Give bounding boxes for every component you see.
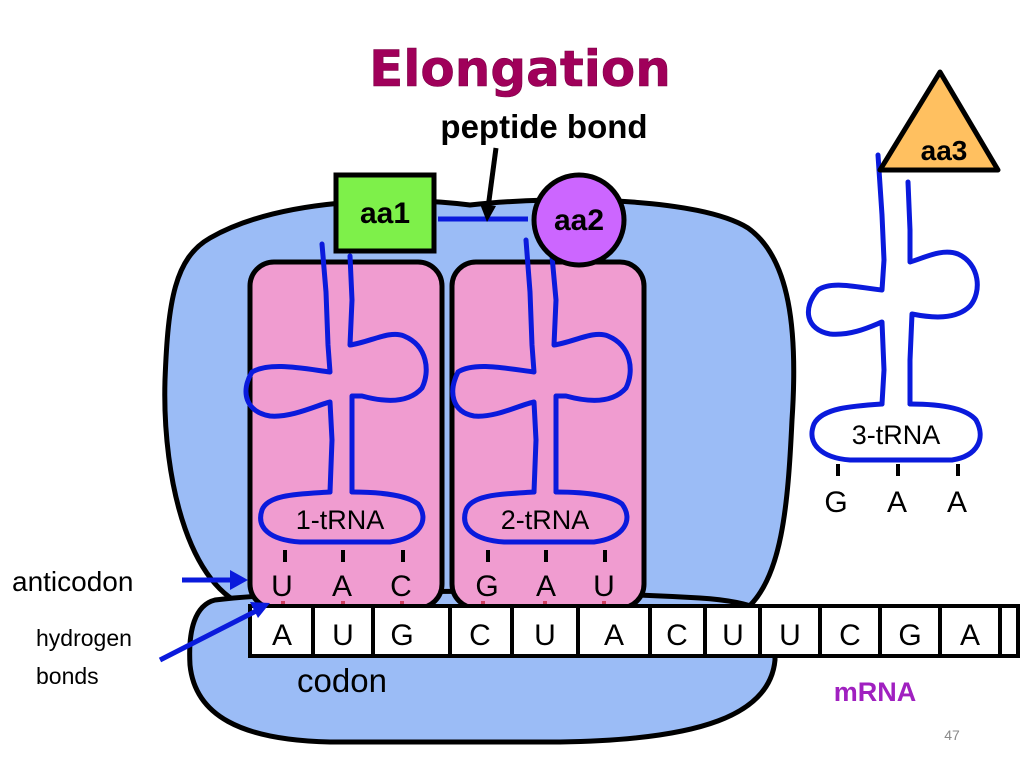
aa3-label: aa3: [921, 135, 968, 166]
trna-2-anticodon-base: A: [536, 570, 556, 603]
anticodon-arrowhead: [230, 570, 248, 590]
aa2-circle: [531, 172, 627, 268]
mrna-base: G: [390, 619, 413, 652]
codon-label: codon: [297, 662, 387, 699]
trna-1-label: 1-tRNA: [296, 505, 385, 535]
aa1-box: [333, 172, 437, 254]
peptide-bond-label: peptide bond: [440, 108, 647, 145]
mrna-base: U: [332, 619, 354, 652]
trna-3-label: 3-tRNA: [852, 420, 941, 450]
hydrogen-bonds-arrowhead: [250, 602, 270, 618]
mrna-label: mRNA: [834, 677, 917, 707]
hydrogen-bonds-label-line2: bonds: [36, 663, 99, 689]
trna-1-anticodon-base: U: [271, 570, 293, 603]
mrna-base: A: [960, 619, 980, 652]
mrna-base: U: [722, 619, 744, 652]
page-title: Elongation: [369, 40, 671, 98]
page-number: 47: [944, 727, 960, 743]
trna-3-anticodon-base: G: [824, 486, 847, 519]
trna-2-anticodon-base: G: [475, 570, 498, 603]
peptide-bond-arrow: [485, 147, 499, 209]
hydrogen-bonds-label-line1: hydrogen: [36, 625, 132, 651]
trna-3-anticodon-base: A: [887, 486, 907, 519]
trna-2-label: 2-tRNA: [501, 505, 590, 535]
hydrogen-bonds-arrow: [158, 607, 260, 663]
trna-site-p: [247, 259, 445, 611]
trna-1-anticodon-base: C: [390, 570, 412, 603]
mrna-base: C: [839, 619, 861, 652]
aa2-label: aa2: [554, 204, 604, 237]
mrna-base: U: [534, 619, 556, 652]
trna-2-anticodon-base: U: [593, 570, 615, 603]
trna-2-shape: [450, 237, 633, 545]
trna-1-shape: [243, 241, 429, 545]
mrna-strand: [248, 604, 1020, 658]
mrna-base: C: [666, 619, 688, 652]
trna-3-shape: [806, 152, 983, 463]
trna-1-anticodon-base: A: [332, 570, 352, 603]
peptide-bond-arrowhead: [480, 204, 496, 222]
anticodon-ticks: [283, 464, 960, 562]
mrna-base: A: [272, 619, 292, 652]
mrna-base: U: [779, 619, 801, 652]
trna-3-anticodon-base: A: [947, 486, 967, 519]
aa1-label: aa1: [360, 197, 410, 230]
mrna-base: G: [898, 619, 921, 652]
mrna-base: A: [604, 619, 624, 652]
anticodon-label: anticodon: [12, 566, 133, 597]
mrna-base: C: [469, 619, 491, 652]
aa3-triangle: [877, 69, 1001, 173]
